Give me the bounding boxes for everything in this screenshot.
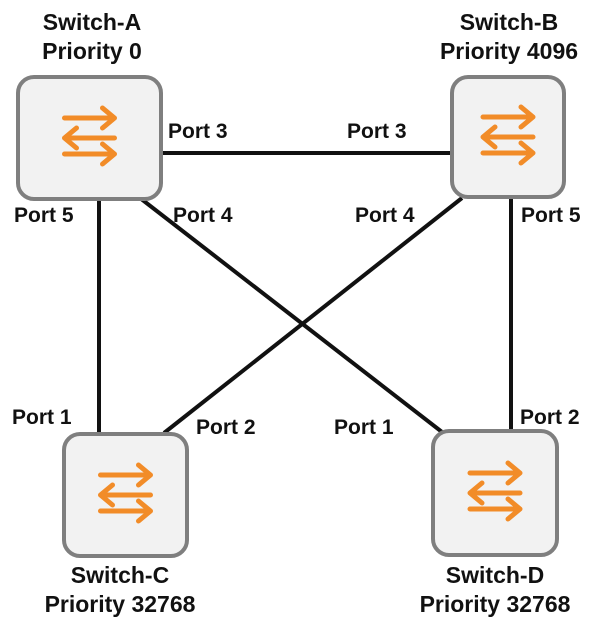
port-label-a-b-a: Port 3 [168, 120, 228, 143]
port-label-b-c-b: Port 4 [355, 204, 415, 227]
port-label-b-d-d: Port 2 [520, 406, 580, 429]
link-a-d [138, 196, 444, 434]
switch-d-priority: Priority 32768 [420, 591, 571, 617]
port-label-a-d-a: Port 4 [173, 204, 233, 227]
switch-icon [62, 105, 117, 167]
switch-b-priority: Priority 4096 [440, 38, 578, 64]
link-b-c [162, 196, 464, 435]
switch-icon [98, 462, 153, 524]
links [97, 151, 513, 435]
port-label-a-c-c: Port 1 [12, 406, 72, 429]
switch-icon [467, 460, 523, 522]
port-label-a-d-d: Port 1 [334, 416, 394, 439]
switch-b[interactable] [450, 75, 566, 199]
switch-icon [480, 104, 536, 166]
switch-b-name: Switch-B [460, 9, 558, 35]
port-label-b-d-b: Port 5 [521, 204, 581, 227]
switch-d[interactable] [431, 429, 559, 557]
port-label-b-c-c: Port 2 [196, 416, 256, 439]
switch-c-name: Switch-C [71, 562, 169, 588]
switch-c[interactable] [62, 432, 189, 558]
port-label-a-b-b: Port 3 [347, 120, 407, 143]
switch-a[interactable] [16, 75, 163, 201]
switch-a-priority: Priority 0 [42, 38, 142, 64]
switch-c-priority: Priority 32768 [45, 591, 196, 617]
switch-a-name: Switch-A [43, 9, 141, 35]
switch-d-name: Switch-D [446, 562, 544, 588]
port-label-a-c-a: Port 5 [14, 204, 74, 227]
